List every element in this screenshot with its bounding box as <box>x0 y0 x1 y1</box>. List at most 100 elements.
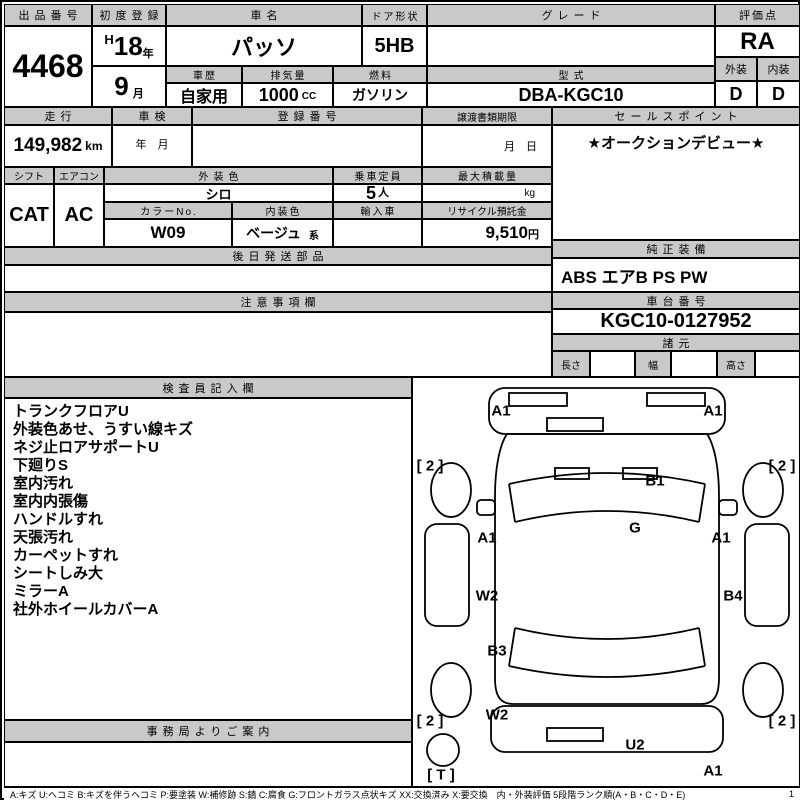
damage-marker: B1 <box>645 472 665 490</box>
damage-marker: A1 <box>491 402 511 420</box>
displacement-value: 1000 CC <box>242 83 333 107</box>
int-color-suffix: 系 <box>308 231 319 242</box>
auction-no-label: 出品番号 <box>18 10 83 22</box>
damage-marker: A1 <box>477 529 497 547</box>
damage-marker: B4 <box>723 587 743 605</box>
genuine-equip-header: 純正装備 <box>552 240 800 258</box>
inspector-note: トランクフロアU <box>13 403 129 420</box>
car-outline <box>424 387 790 767</box>
length-header: 長さ <box>552 351 590 377</box>
history-value: 自家用 <box>166 83 242 107</box>
inspection-value: 年 月 <box>112 125 192 167</box>
model-code-value: DBA-KGC10 <box>518 84 624 105</box>
dims-label: 諸元 <box>662 337 695 350</box>
dims-header: 諸元 <box>552 334 800 351</box>
damage-marker: B3 <box>487 642 507 660</box>
int-color-text: ベージュ <box>246 225 301 241</box>
right-mirror <box>718 499 738 516</box>
shift-value: CAT <box>4 184 54 247</box>
height-label: 高さ <box>726 360 746 372</box>
registration-no-header: 登録番号 <box>192 107 422 125</box>
car-body <box>494 433 720 705</box>
width-value <box>671 351 717 377</box>
damage-marker: W2 <box>485 706 509 724</box>
page-number: 1 <box>788 789 794 799</box>
sales-point-value: ★オークションデビュー★ <box>552 125 800 240</box>
score-header: 評価点 <box>715 4 800 26</box>
inspector-note: ハンドルすれ <box>13 511 104 528</box>
chassis-header: 車台番号 <box>552 292 800 309</box>
max-load-label: 最大積載量 <box>458 172 518 183</box>
interior-score-value: D <box>772 83 785 104</box>
exterior-score: D <box>715 81 757 107</box>
front-left-wheel <box>430 462 472 518</box>
length-value <box>590 351 635 377</box>
right-side-panel <box>744 523 790 627</box>
month-suffix: 月 <box>132 88 144 100</box>
right-headlight <box>646 392 706 407</box>
color-no-value: W09 <box>104 219 232 247</box>
max-load-header: 最大積載量 <box>422 167 552 184</box>
history-header: 車歴 <box>166 66 242 83</box>
aircon-value: AC <box>54 184 104 247</box>
import-label: 輸入車 <box>360 207 397 218</box>
front-plate <box>546 417 604 432</box>
car-name: パッソ <box>166 26 362 66</box>
aircon-label: エアコン <box>59 172 99 183</box>
mileage-header: 走行 <box>4 107 112 125</box>
max-load-unit: kg <box>524 187 535 199</box>
int-color-value: ベージュ 系 <box>232 219 333 247</box>
max-load-value: kg <box>422 184 552 202</box>
front-right-wheel <box>742 462 784 518</box>
damage-marker: [ T ] <box>427 766 455 784</box>
recycle-value: 9,510 円 <box>422 219 552 247</box>
inspector-note: 外装色あせ、うすい線キズ <box>13 421 194 438</box>
inspection-placeholder: 年 月 <box>135 139 169 151</box>
door-label: ドア形状 <box>371 11 420 23</box>
ext-color-label: 外装色 <box>198 172 244 183</box>
score-text: RA <box>740 27 775 55</box>
inspector-note: ネジ止ロアサポートU <box>13 439 159 456</box>
color-no-label: カラーNo. <box>140 207 198 218</box>
fuel-value: ガソリン <box>333 83 427 107</box>
capacity-label: 乗車定員 <box>354 172 403 183</box>
auction-no-header: 出品番号 <box>4 4 92 26</box>
first-reg-header: 初度登録 <box>92 4 166 26</box>
height-value <box>755 351 800 377</box>
recycle-amount: 9,510 <box>485 223 528 242</box>
chassis-label: 車台番号 <box>646 295 711 308</box>
caution-area <box>4 312 552 377</box>
rear-window-top <box>514 627 700 640</box>
rear-bumper <box>490 705 724 753</box>
height-header: 高さ <box>717 351 755 377</box>
ext-color-value: シロ <box>104 184 333 202</box>
mileage-number: 149,982 <box>13 135 83 156</box>
model-header: 型式 <box>427 66 715 83</box>
exterior-score-value: D <box>729 83 743 104</box>
car-top-view <box>424 387 790 767</box>
history-label: 車歴 <box>193 71 217 82</box>
inspector-label: 検査員記入欄 <box>162 382 259 395</box>
door-value: 5HB <box>374 34 415 57</box>
displacement-label: 排気量 <box>270 71 307 82</box>
windshield-top <box>508 472 706 485</box>
left-side-panel <box>424 523 470 627</box>
history-text: 自家用 <box>179 89 228 106</box>
damage-marker: A1 <box>711 529 731 547</box>
damage-marker: A1 <box>703 762 723 780</box>
exterior-header: 外装 <box>715 57 757 81</box>
transfer-deadline-placeholder: 月 日 <box>504 141 537 153</box>
import-value <box>333 219 422 247</box>
rear-plate <box>546 727 604 742</box>
legend-text: A:キズ U:ヘコミ B:キズを伴うヘコミ P:要塗装 W:補修跡 S:錆 C:… <box>10 789 686 800</box>
recycle-unit: 円 <box>528 229 539 241</box>
car-name-header: 車名 <box>166 4 362 26</box>
color-no-text: W09 <box>150 223 186 242</box>
cowl-right <box>622 467 658 480</box>
capacity-header: 乗車定員 <box>333 167 422 184</box>
capacity-unit: 人 <box>378 187 389 199</box>
caution-label: 注意事項欄 <box>240 297 321 309</box>
registration-no-value <box>192 125 422 167</box>
